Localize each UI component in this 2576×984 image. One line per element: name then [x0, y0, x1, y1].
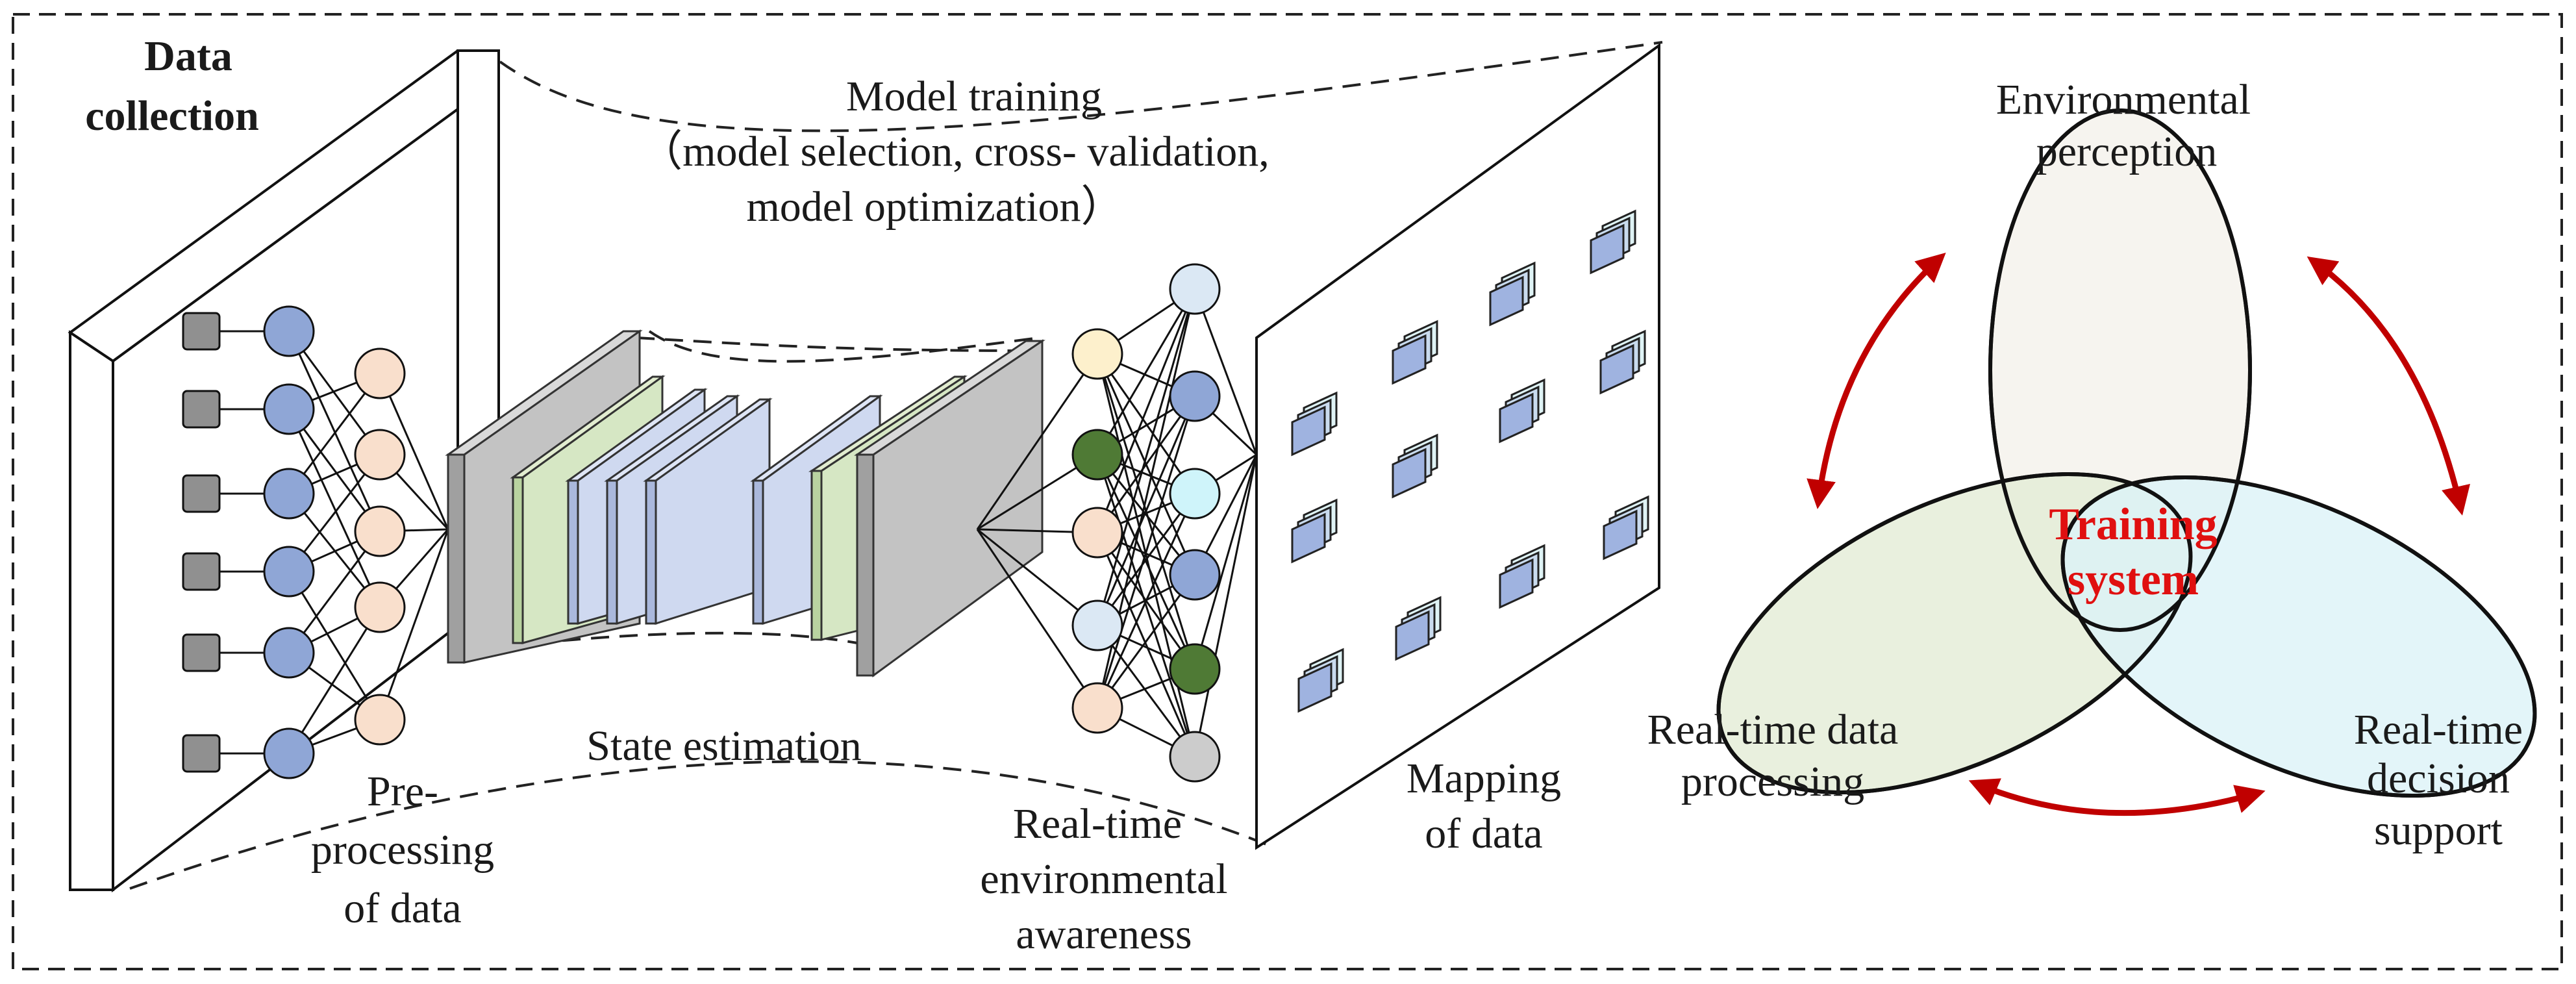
hidden-node [1071, 682, 1123, 734]
data-map-icon [1499, 544, 1545, 609]
awareness-label-1: Real-time [1013, 800, 1182, 848]
data-map-icon [1599, 329, 1646, 395]
perception-label-1: Environmental [1996, 76, 2251, 123]
training-system-label-1: Training [2049, 499, 2217, 549]
model-training-detail-2: model optimization） [746, 183, 1123, 231]
network-nodes-left [182, 305, 406, 779]
blue-node [263, 305, 315, 357]
mapping-panel [1255, 43, 1660, 850]
data-map-icon [1297, 648, 1344, 713]
input-square-node [182, 390, 221, 429]
hidden-node [1071, 429, 1123, 481]
input-square-node [182, 474, 221, 513]
awareness-label-3: awareness [1016, 911, 1192, 958]
model-training-title: Model training [846, 73, 1102, 120]
data-map-icon [1489, 261, 1536, 327]
training-system-label-2: system [2068, 555, 2199, 605]
cnn-layers [445, 329, 1045, 677]
data-collection-title-2: collection [85, 92, 259, 140]
tunnel-inner-top [636, 336, 1027, 352]
mapping-label-1: Mapping [1407, 755, 1561, 802]
perception-label-2: perception [2036, 128, 2218, 175]
peach-node [354, 347, 406, 399]
blue-node [263, 727, 315, 779]
state-estimation-label: State estimation [586, 722, 861, 770]
arrow-bottom [1968, 778, 2266, 816]
preprocessing-label-2: processing [311, 826, 494, 874]
decision-label-2: decision [2367, 755, 2510, 802]
data-map-icon [1291, 498, 1338, 564]
peach-node [354, 505, 406, 557]
mapping-icons [1291, 209, 1649, 713]
data-map-icon [1392, 433, 1438, 499]
data-map-icon [1499, 378, 1545, 444]
awareness-label-2: environmental [980, 855, 1227, 903]
outer-frame [12, 13, 2563, 970]
cnn-layer-blue-3 [643, 397, 773, 625]
processing-label-1: Real-time data [1647, 706, 1899, 753]
peach-node [354, 694, 406, 746]
blue-node [263, 546, 315, 598]
hidden-node [1071, 328, 1123, 380]
output-node [1169, 549, 1221, 601]
output-node [1169, 643, 1221, 695]
cnn-layer-last [854, 339, 1045, 677]
tunnel-top-curve [499, 41, 1663, 132]
blue-node [263, 627, 315, 679]
data-map-icon [1603, 495, 1649, 561]
output-node [1169, 263, 1221, 315]
output-node [1169, 468, 1221, 520]
blue-node [263, 383, 315, 435]
venn-diagram [1716, 108, 2537, 798]
decision-label-1: Real-time [2354, 706, 2523, 753]
decision-label-3: support [2374, 807, 2503, 854]
input-square-node [182, 312, 221, 351]
tunnel-inner-top2 [648, 330, 1040, 363]
output-node [1169, 370, 1221, 422]
mapping-label-2: of data [1425, 810, 1542, 857]
hidden-node [1071, 599, 1123, 651]
peach-node [354, 429, 406, 481]
arrow-right-perception [2307, 256, 2470, 516]
tunnel-inner-bottom [477, 631, 858, 651]
input-square-node [182, 734, 221, 773]
tunnel-bottom-curve [129, 760, 1267, 890]
peach-node [354, 581, 406, 633]
data-collection-title: Data [144, 32, 232, 80]
arrow-left-perception [1807, 252, 1946, 509]
processing-label-2: processing [1681, 758, 1864, 805]
preprocessing-label-1: Pre- [367, 768, 438, 815]
input-square-node [182, 633, 221, 672]
data-map-icon [1590, 209, 1636, 275]
model-training-detail-1: （model selection, cross- validation, [640, 128, 1269, 175]
data-map-icon [1395, 596, 1442, 661]
input-square-node [182, 552, 221, 591]
preprocessing-label-3: of data [344, 885, 461, 932]
data-map-icon [1291, 391, 1338, 457]
network-nodes-right [1071, 263, 1221, 783]
data-map-icon [1392, 320, 1438, 385]
hidden-node [1071, 507, 1123, 559]
blue-node [263, 468, 315, 520]
output-node [1169, 731, 1221, 783]
